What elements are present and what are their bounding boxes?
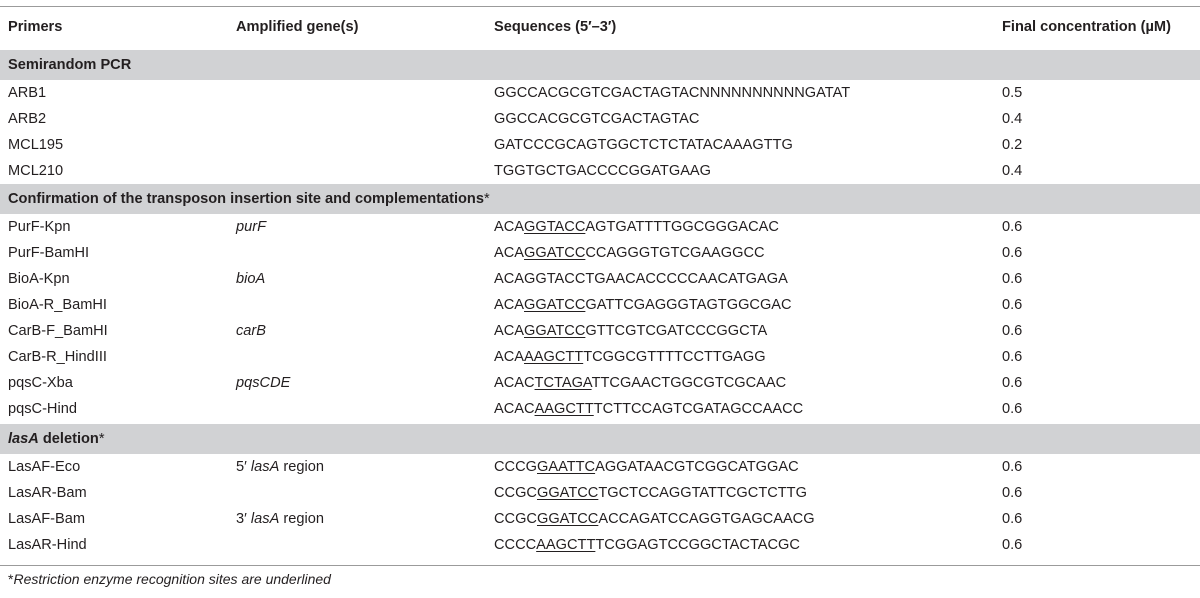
- sequence: ACAAAGCTTTCGGCGTTTTCCTTGAGG: [494, 349, 766, 365]
- table-row: LasAF-Eco 5′ lasA region CCCGGAATTCAGGAT…: [0, 454, 1200, 480]
- sequence: ACAGGATCCGTTCGTCGATCCCGGCTA: [494, 323, 768, 339]
- sequence: TGGTGCTGACCCCGGATGAAG: [494, 163, 712, 179]
- sequence: ACAGGATCCCCAGGGTGTCGAAGGCC: [494, 245, 765, 261]
- gene-name: 5′ lasA region: [236, 459, 324, 475]
- table-footnote: *Restriction enzyme recognition sites ar…: [8, 571, 331, 587]
- sequence: CCGCGGATCCTGCTCCAGGTATTCGCTCTTG: [494, 485, 807, 501]
- section-header: Semirandom PCR: [0, 50, 1200, 80]
- header-primers: Primers: [8, 19, 63, 35]
- concentration: 0.6: [1002, 323, 1023, 339]
- section-header: Confirmation of the transposon insertion…: [0, 184, 1200, 214]
- sequence: CCCCAAGCTTTCGGAGTCCGGCTACTACGC: [494, 537, 800, 553]
- concentration: 0.4: [1002, 163, 1023, 179]
- sequence: ACAGGTACCAGTGATTTTGGCGGGACAC: [494, 219, 779, 235]
- primer-name: LasAR-Bam: [8, 485, 87, 501]
- table-row: MCL210 TGGTGCTGACCCCGGATGAAG 0.4: [0, 158, 1200, 184]
- header-concentration: Final concentration (µM): [1002, 19, 1171, 35]
- restriction-site: GGATCC: [536, 511, 599, 527]
- table-row: CarB-R_HindIII ACAAAGCTTTCGGCGTTTTCCTTGA…: [0, 344, 1200, 370]
- concentration: 0.6: [1002, 349, 1023, 365]
- restriction-site: AAGCTT: [524, 349, 584, 365]
- primer-name: pqsC-Hind: [8, 401, 77, 417]
- primer-name: pqsC-Xba: [8, 375, 73, 391]
- restriction-site: GGTACC: [524, 219, 586, 235]
- table-row: LasAR-Hind CCCCAAGCTTTCGGAGTCCGGCTACTACG…: [0, 532, 1200, 558]
- concentration: 0.6: [1002, 401, 1023, 417]
- sequence: ACACTCTAGATTCGAACTGGCGTCGCAAC: [494, 375, 787, 391]
- header-sequences: Sequences (5′–3′): [494, 19, 617, 35]
- footnote-mark: *: [483, 191, 490, 207]
- sequence: ACAGGATCCGATTCGAGGGTAGTGGCGAC: [494, 297, 792, 313]
- table-row: pqsC-Hind ACACAAGCTTTCTTCCAGTCGATAGCCAAC…: [0, 396, 1200, 422]
- restriction-site: AAGCTT: [536, 537, 596, 553]
- restriction-site: GAATTC: [536, 459, 596, 475]
- restriction-site: AAGCTT: [534, 401, 594, 417]
- section-title: Confirmation of the transposon insertion…: [8, 191, 490, 207]
- bottom-rule: [0, 565, 1200, 566]
- gene-name: pqsCDE: [236, 375, 291, 391]
- concentration: 0.6: [1002, 271, 1023, 287]
- sequence: GGCCACGCGTCGACTAGTAC: [494, 111, 700, 127]
- header-genes: Amplified gene(s): [236, 19, 359, 35]
- restriction-site: GGATCC: [524, 297, 586, 313]
- primer-name: PurF-Kpn: [8, 219, 71, 235]
- primer-name: MCL195: [8, 137, 64, 153]
- primer-name: CarB-F_BamHI: [8, 323, 108, 339]
- primer-name: ARB1: [8, 85, 47, 101]
- concentration: 0.2: [1002, 137, 1023, 153]
- primer-name: LasAR-Hind: [8, 537, 87, 553]
- sequence: CCGCGGATCCACCAGATCCAGGTGAGCAACG: [494, 511, 815, 527]
- table-row: ARB1 GGCCACGCGTCGACTAGTACNNNNNNNNNNGATAT…: [0, 80, 1200, 106]
- sequence: GATCCCGCAGTGGCTCTCTATACAAAGTTG: [494, 137, 793, 153]
- concentration: 0.6: [1002, 511, 1023, 527]
- table-row: PurF-BamHI ACAGGATCCCCAGGGTGTCGAAGGCC 0.…: [0, 240, 1200, 266]
- table-row: ARB2 GGCCACGCGTCGACTAGTAC 0.4: [0, 106, 1200, 132]
- section-header: lasA deletion*: [0, 424, 1200, 454]
- table-row: BioA-Kpn bioA ACAGGTACCTGAACACCCCCAACATG…: [0, 266, 1200, 292]
- restriction-site: GGATCC: [524, 323, 586, 339]
- primer-name: BioA-R_BamHI: [8, 297, 107, 313]
- concentration: 0.5: [1002, 85, 1023, 101]
- gene-name: 3′ lasA region: [236, 511, 324, 527]
- top-rule: [0, 6, 1200, 7]
- gene-name: purF: [236, 219, 267, 235]
- sequence: CCCGGAATTCAGGATAACGTCGGCATGGAC: [494, 459, 799, 475]
- concentration: 0.6: [1002, 297, 1023, 313]
- concentration: 0.6: [1002, 459, 1023, 475]
- table-row: CarB-F_BamHI carB ACAGGATCCGTTCGTCGATCCC…: [0, 318, 1200, 344]
- concentration: 0.6: [1002, 219, 1023, 235]
- primer-name: PurF-BamHI: [8, 245, 90, 261]
- gene-name: carB: [236, 323, 267, 339]
- gene-name: bioA: [236, 271, 266, 287]
- primer-name: LasAF-Bam: [8, 511, 86, 527]
- table-row: BioA-R_BamHI ACAGGATCCGATTCGAGGGTAGTGGCG…: [0, 292, 1200, 318]
- section-title: Semirandom PCR: [8, 57, 132, 73]
- section-title: lasA deletion*: [8, 431, 105, 447]
- table-row: MCL195 GATCCCGCAGTGGCTCTCTATACAAAGTTG 0.…: [0, 132, 1200, 158]
- restriction-site: GGATCC: [536, 485, 599, 501]
- concentration: 0.6: [1002, 485, 1023, 501]
- footnote-mark: *: [98, 431, 105, 447]
- primer-name: MCL210: [8, 163, 64, 179]
- primer-name: BioA-Kpn: [8, 271, 70, 287]
- concentration: 0.6: [1002, 375, 1023, 391]
- primer-name: CarB-R_HindIII: [8, 349, 107, 365]
- sequence: ACAGGTACCTGAACACCCCCAACATGAGA: [494, 271, 788, 287]
- sequence: GGCCACGCGTCGACTAGTACNNNNNNNNNNGATAT: [494, 85, 851, 101]
- primer-name: LasAF-Eco: [8, 459, 81, 475]
- table-row: PurF-Kpn purF ACAGGTACCAGTGATTTTGGCGGGAC…: [0, 214, 1200, 240]
- primer-name: ARB2: [8, 111, 47, 127]
- restriction-site: GGATCC: [524, 245, 586, 261]
- table-row: LasAR-Bam CCGCGGATCCTGCTCCAGGTATTCGCTCTT…: [0, 480, 1200, 506]
- table-header: Primers Amplified gene(s) Sequences (5′–…: [0, 8, 1200, 46]
- sequence: ACACAAGCTTTCTTCCAGTCGATAGCCAACC: [494, 401, 804, 417]
- table-row: pqsC-Xba pqsCDE ACACTCTAGATTCGAACTGGCGTC…: [0, 370, 1200, 396]
- restriction-site: TCTAGA: [534, 375, 592, 391]
- concentration: 0.4: [1002, 111, 1023, 127]
- concentration: 0.6: [1002, 537, 1023, 553]
- concentration: 0.6: [1002, 245, 1023, 261]
- table-row: LasAF-Bam 3′ lasA region CCGCGGATCCACCAG…: [0, 506, 1200, 532]
